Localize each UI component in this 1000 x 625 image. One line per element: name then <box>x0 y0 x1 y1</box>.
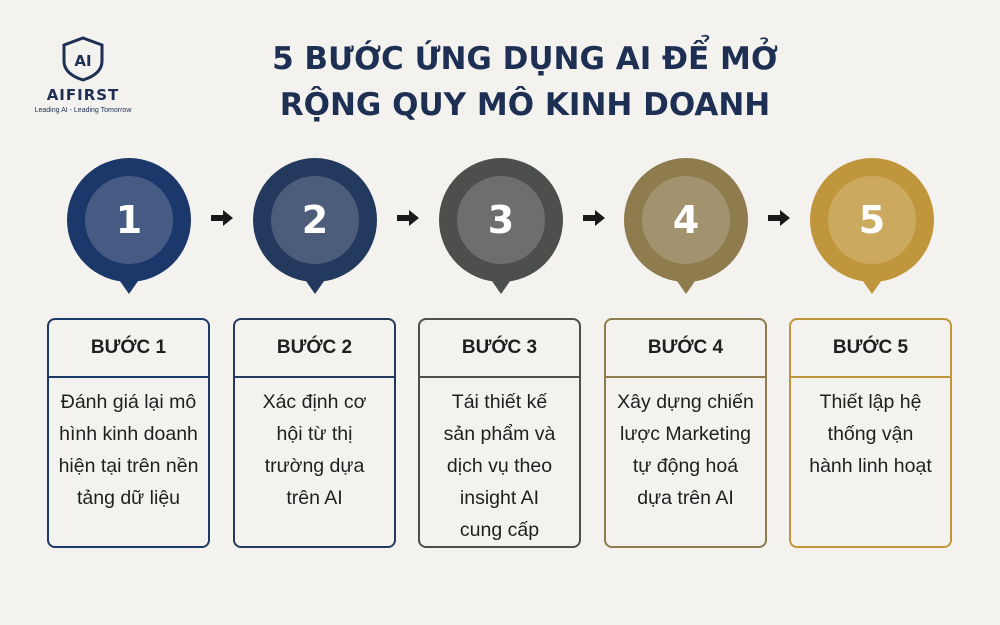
right-arrow-icon <box>211 210 233 226</box>
step-description-line: dịch vụ theo <box>446 455 553 477</box>
step-2-card: BƯỚC 2 Xác định cơ hội từ thị trường dựa trê… <box>233 318 396 548</box>
step-heading: BƯỚC 5 <box>791 320 950 378</box>
right-arrow-icon <box>768 210 790 226</box>
map-pin-icon <box>439 158 563 294</box>
step-3-card: BƯỚC 3 Tái thiết kế sản phẩm và dịch vụ the… <box>418 318 581 548</box>
step-number: 3 <box>487 198 515 242</box>
step-1-pin: 1 <box>65 156 193 296</box>
step-description-line: Thiết lập hệ <box>819 391 922 413</box>
step-heading: BƯỚC 3 <box>420 320 579 378</box>
step-description: Tái thiết kế sản phẩm và dịch vụ theo insig… <box>420 378 579 546</box>
step-description-line: Xác định cơ <box>262 391 367 413</box>
map-pin-icon <box>67 158 191 294</box>
step-description-line: dựa trên AI <box>637 487 734 509</box>
step-description-line: Xây dựng chiến <box>617 391 754 413</box>
right-arrow-icon <box>397 210 419 226</box>
step-heading: BƯỚC 4 <box>606 320 765 378</box>
step-1-card: BƯỚC 1 Đánh giá lại mô hình kinh doanh hiện… <box>47 318 210 548</box>
brand-tagline: Leading AI - Leading Tomorrow <box>34 107 132 114</box>
map-pin-icon <box>253 158 377 294</box>
step-number: 1 <box>115 198 143 242</box>
map-pin-icon <box>810 158 934 294</box>
step-description-line: Đánh giá lại mô <box>60 391 197 413</box>
brand-logo: AI AIFIRST Leading AI - Leading Tomorrow <box>28 36 138 114</box>
step-description-line: sản phẩm và <box>443 423 556 445</box>
step-description-line: hành linh hoạt <box>809 455 932 477</box>
map-pin-icon <box>624 158 748 294</box>
step-5-pin: 5 <box>808 156 936 296</box>
step-5-card: BƯỚC 5 Thiết lập hệ thống vận hành linh hoạ… <box>789 318 952 548</box>
step-description-line: trường dựa <box>264 455 365 477</box>
step-number: 4 <box>672 198 700 242</box>
step-description-line: trên AI <box>286 487 343 509</box>
step-description-line: insight AI <box>459 487 540 509</box>
step-description-line: hình kinh doanh <box>59 423 198 445</box>
title-line-2: RỘNG QUY MÔ KINH DOANH <box>279 87 771 123</box>
step-description: Thiết lập hệ thống vận hành linh hoạt <box>791 378 950 482</box>
step-heading: BƯỚC 1 <box>49 320 208 378</box>
step-description-line: hiện tại trên nền <box>58 455 199 477</box>
page-title: 5 BƯỚC ỨNG DỤNG AI ĐỂ MỞ RỘNG QUY MÔ KIN… <box>230 36 820 128</box>
step-description: Xác định cơ hội từ thị trường dựa trên AI <box>235 378 394 514</box>
step-4-card: BƯỚC 4 Xây dựng chiến lược Marketing tự độn… <box>604 318 767 548</box>
step-3-pin: 3 <box>437 156 565 296</box>
step-description: Xây dựng chiến lược Marketing tự động hoá d… <box>606 378 765 514</box>
step-description-line: Tái thiết kế <box>451 391 548 413</box>
step-description-line: tự động hoá <box>632 455 739 477</box>
step-number: 5 <box>858 198 886 242</box>
logo-mark: AI <box>74 52 91 70</box>
step-description-line: lược Marketing <box>620 423 751 445</box>
step-description-line: tảng dữ liệu <box>76 487 181 509</box>
shield-logo-icon: AI <box>62 36 104 82</box>
step-description-line: cung cấp <box>459 519 540 541</box>
right-arrow-icon <box>583 210 605 226</box>
brand-name: AIFIRST <box>46 86 120 104</box>
step-description-line: thống vận <box>827 423 914 445</box>
step-2-pin: 2 <box>251 156 379 296</box>
step-heading: BƯỚC 2 <box>235 320 394 378</box>
step-description-line: hội từ thị <box>276 423 353 445</box>
step-number: 2 <box>301 198 329 242</box>
title-line-1: 5 BƯỚC ỨNG DỤNG AI ĐỂ MỞ <box>272 41 778 77</box>
step-4-pin: 4 <box>622 156 750 296</box>
step-description: Đánh giá lại mô hình kinh doanh hiện tại t… <box>49 378 208 514</box>
